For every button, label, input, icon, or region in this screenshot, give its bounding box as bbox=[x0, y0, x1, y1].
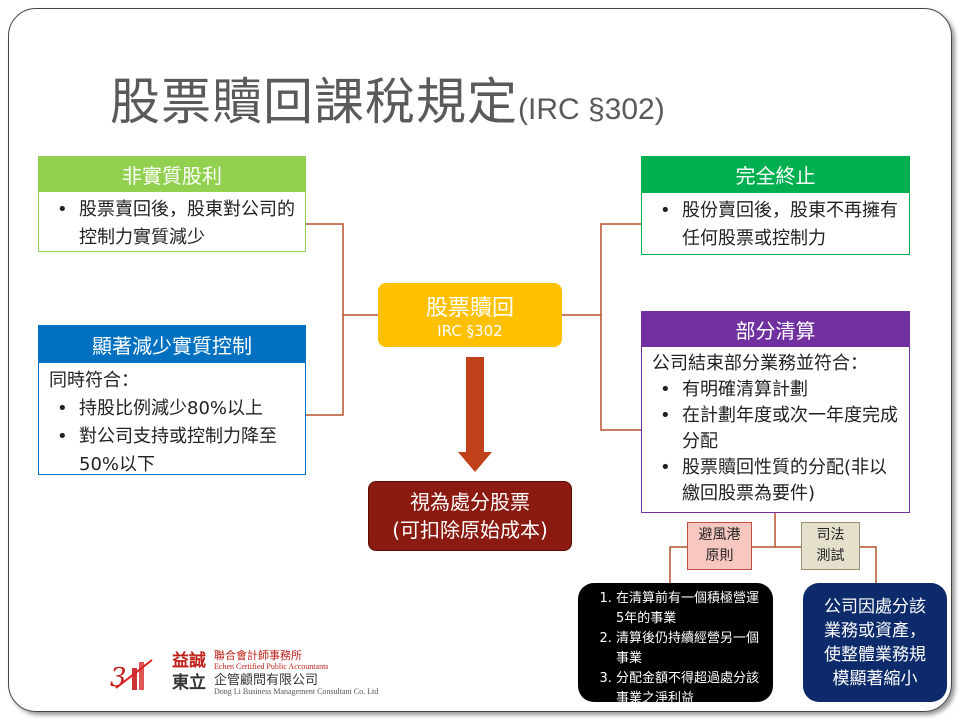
intro: 公司結束部分業務並符合： bbox=[652, 353, 868, 374]
center-sub: IRC §302 bbox=[437, 322, 503, 340]
logo-line1-en: Echen Certified Public Accountants bbox=[214, 662, 329, 671]
bullet: 股票贖回性質的分配(非以繳回股票為要件) bbox=[652, 455, 899, 507]
label-judicial-test: 司法測試 bbox=[801, 522, 860, 570]
safe-harbor-item: 分配金額不得超過處分該事業之淨利益 bbox=[616, 669, 765, 709]
slide-frame bbox=[8, 8, 952, 712]
judicial-test-box: 公司因處分該業務或資產，使整體業務規模顯著縮小 bbox=[803, 583, 947, 702]
company-logo: 3 益誠東立 聯合會計師事務所 Echen Certified Public A… bbox=[108, 650, 398, 698]
center-title: 股票贖回 bbox=[425, 296, 514, 321]
bullet: 在計劃年度或次一年度完成分配 bbox=[652, 403, 899, 455]
header-significant-reduction: 顯著減少實質控制 bbox=[38, 325, 306, 363]
slide-title: 股票贖回課稅規定(IRC §302) bbox=[110, 62, 665, 134]
header-non-dividend: 非實質股利 bbox=[38, 156, 306, 192]
bullet: 對公司支持或控制力降至50%以下 bbox=[49, 423, 295, 479]
body-non-dividend: 股票賣回後，股東對公司的控制力實質減少 bbox=[38, 192, 306, 252]
header-partial-liquidation: 部分清算 bbox=[641, 311, 910, 347]
brand2: 東立 bbox=[172, 673, 206, 693]
logo-line2-en: Dong Li Business Management Consultant C… bbox=[214, 687, 379, 696]
safe-harbor-item: 在清算前有一個積極營運5年的事業 bbox=[616, 589, 765, 629]
bullet: 股份賣回後，股東不再擁有任何股票或控制力 bbox=[652, 197, 899, 253]
brand1: 益誠 bbox=[172, 651, 206, 671]
logo-icon: 3 bbox=[110, 659, 153, 693]
intro: 同時符合： bbox=[49, 370, 139, 391]
body-complete-termination: 股份賣回後，股東不再擁有任何股票或控制力 bbox=[641, 193, 910, 255]
logo-line2: 企管顧問有限公司 bbox=[214, 672, 319, 687]
bullet: 持股比例減少80%以上 bbox=[49, 395, 295, 423]
bullet: 有明確清算計劃 bbox=[652, 377, 899, 403]
result-box: 視為處分股票 (可扣除原始成本) bbox=[368, 481, 572, 551]
result-line2: (可扣除原始成本) bbox=[392, 518, 548, 542]
result-line1: 視為處分股票 bbox=[410, 490, 530, 514]
label-safe-harbor: 避風港原則 bbox=[687, 522, 752, 570]
header-complete-termination: 完全終止 bbox=[641, 156, 910, 193]
title-sub: (IRC §302) bbox=[518, 93, 665, 126]
svg-text:3: 3 bbox=[110, 663, 127, 693]
down-arrow-icon bbox=[458, 357, 492, 472]
safe-harbor-item: 清算後仍持續經營另一個事業 bbox=[616, 629, 765, 669]
bullet: 股票賣回後，股東對公司的控制力實質減少 bbox=[49, 196, 295, 252]
body-significant-reduction: 同時符合： 持股比例減少80%以上對公司支持或控制力降至50%以下 bbox=[38, 363, 306, 475]
body-partial-liquidation: 公司結束部分業務並符合： 有明確清算計劃在計劃年度或次一年度完成分配股票贖回性質… bbox=[641, 347, 910, 513]
title-main: 股票贖回課稅規定 bbox=[110, 73, 518, 131]
logo-line1: 聯合會計師事務所 bbox=[214, 650, 302, 662]
center-redemption: 股票贖回 IRC §302 bbox=[378, 283, 562, 347]
safe-harbor-box: 在清算前有一個積極營運5年的事業 清算後仍持續經營另一個事業 分配金額不得超過處… bbox=[578, 583, 773, 706]
